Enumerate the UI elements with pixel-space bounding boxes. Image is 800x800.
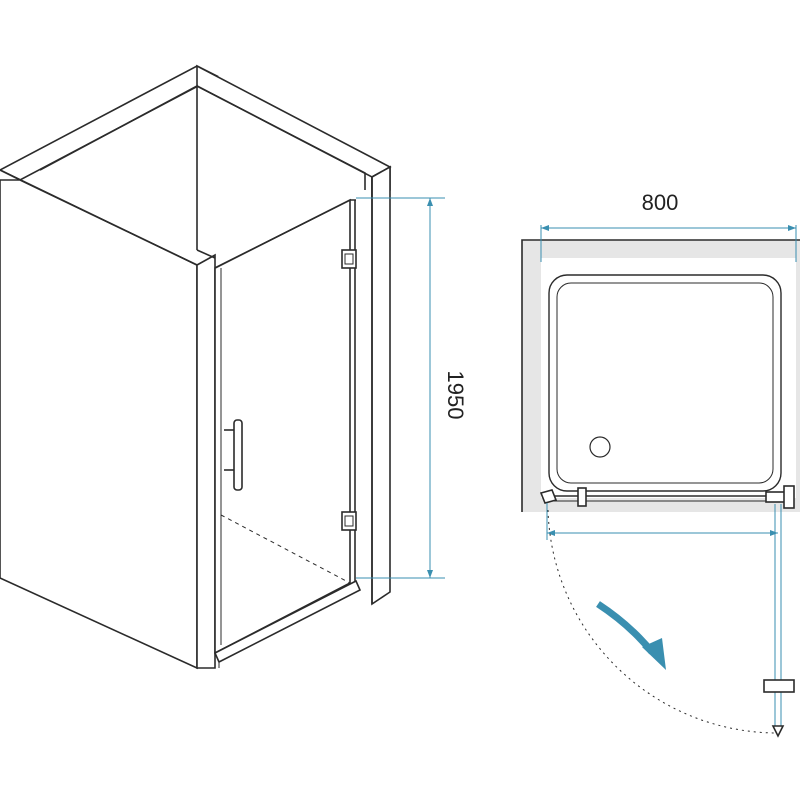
open-arrow-left xyxy=(547,530,555,536)
left-wall-front-top-edge xyxy=(0,169,198,266)
swing-arrow-head xyxy=(642,638,666,670)
hinge-top-inner xyxy=(344,253,354,265)
left-wall-top xyxy=(0,65,219,181)
floor-dashed-line xyxy=(220,514,351,584)
right-wall xyxy=(371,165,391,606)
left-wall-front xyxy=(0,179,198,670)
plan-hinge-block xyxy=(783,485,795,509)
height-arrow-bottom xyxy=(427,570,433,578)
swing-arrow-icon xyxy=(596,601,655,655)
isometric-view: 1950 xyxy=(0,64,468,670)
hinge-bottom-icon xyxy=(341,511,357,531)
open-stopper-icon xyxy=(771,725,785,738)
plan-view: 800 xyxy=(521,190,800,738)
pillar-top-edge xyxy=(196,249,216,259)
height-label: 1950 xyxy=(443,371,468,420)
handle-bar-icon xyxy=(233,419,243,491)
open-handle-icon xyxy=(763,679,795,693)
plan-wall-outline xyxy=(521,239,800,512)
width-label: 800 xyxy=(642,190,679,215)
door-top-profile xyxy=(214,199,356,269)
swing-arc xyxy=(547,509,776,734)
hinge-top-icon xyxy=(341,249,357,269)
door-threshold xyxy=(213,579,362,664)
open-arrow-right xyxy=(770,530,778,536)
hinge-bottom-inner xyxy=(344,515,354,527)
height-arrow-top xyxy=(427,198,433,206)
front-pillar xyxy=(196,253,216,669)
width-arrow-right xyxy=(788,225,796,231)
back-wall-interior xyxy=(196,85,366,190)
door-stopper-icon xyxy=(539,489,558,504)
back-wall-top xyxy=(196,64,392,178)
width-arrow-left xyxy=(541,225,549,231)
shower-tray-inner xyxy=(556,282,774,484)
drain-icon xyxy=(589,436,611,458)
plan-handle-icon xyxy=(577,487,587,507)
